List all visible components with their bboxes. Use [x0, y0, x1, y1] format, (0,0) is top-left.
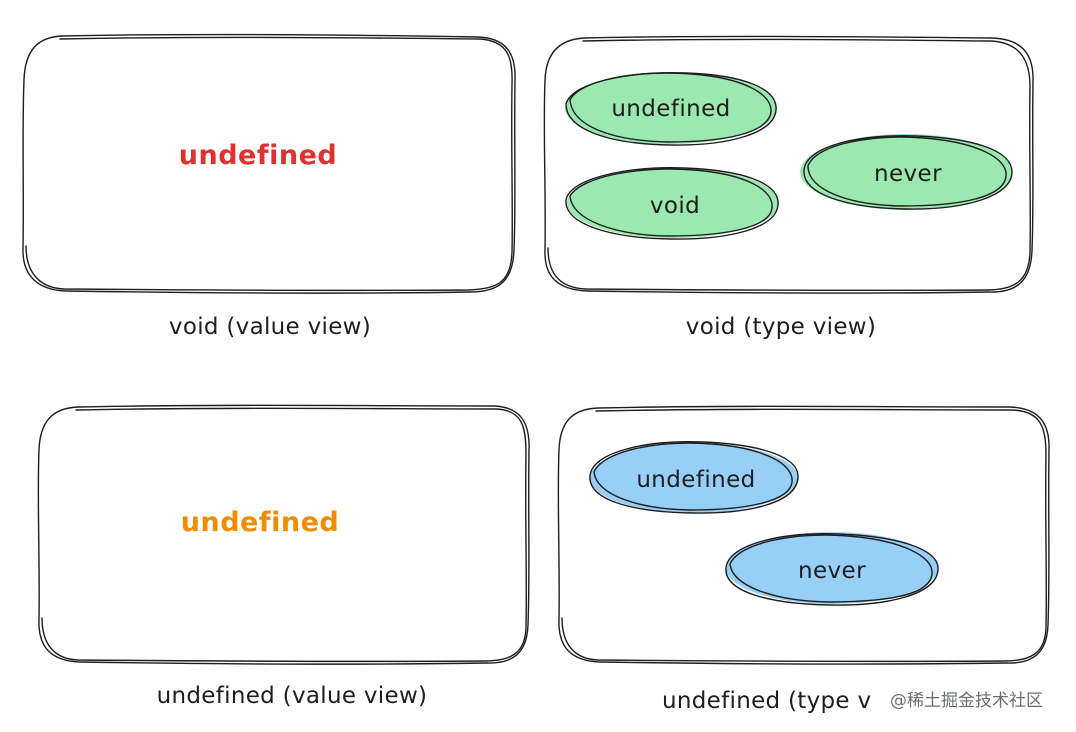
undefined-type-caption: undefined (type v — [662, 688, 871, 714]
panel-undefined-type: undefined never — [557, 405, 1050, 665]
void-type-void-text: void — [650, 193, 700, 219]
panel-void-type: undefined void never — [543, 35, 1034, 294]
void-type-undefined-text: undefined — [611, 96, 730, 122]
panel-void-value: undefined — [22, 33, 516, 294]
panel-void-value-frame-sketch — [25, 36, 513, 292]
undefined-type-never-text: never — [798, 558, 866, 584]
panel-undefined-value-frame-sketch — [41, 407, 527, 663]
void-value-undefined-text: undefined — [179, 140, 337, 171]
panel-undefined-type-frame — [557, 405, 1050, 665]
void-type-undefined-ellipse: undefined — [565, 72, 777, 146]
void-type-never-ellipse: never — [800, 134, 1013, 210]
panel-undefined-type-frame-sketch — [561, 408, 1047, 663]
panel-undefined-value: undefined — [37, 404, 530, 665]
undefined-type-undefined-ellipse: undefined — [589, 441, 799, 514]
void-value-caption: void (value view) — [169, 314, 371, 340]
panel-undefined-value-frame — [37, 404, 530, 665]
watermark: @稀土掘金技术社区 — [880, 684, 1066, 714]
undefined-value-undefined-text: undefined — [181, 507, 339, 538]
panel-void-value-frame — [22, 33, 516, 294]
panel-void-type-frame — [543, 35, 1034, 294]
void-type-never-text: never — [874, 161, 942, 187]
panel-void-type-frame-sketch — [547, 38, 1031, 292]
undefined-type-never-ellipse: never — [725, 532, 939, 606]
undefined-type-undefined-text: undefined — [636, 467, 755, 493]
watermark-text: @稀土掘金技术社区 — [890, 691, 1043, 711]
void-type-void-ellipse: void — [565, 167, 779, 240]
void-type-caption: void (type view) — [686, 314, 876, 340]
undefined-value-caption: undefined (value view) — [157, 683, 428, 709]
